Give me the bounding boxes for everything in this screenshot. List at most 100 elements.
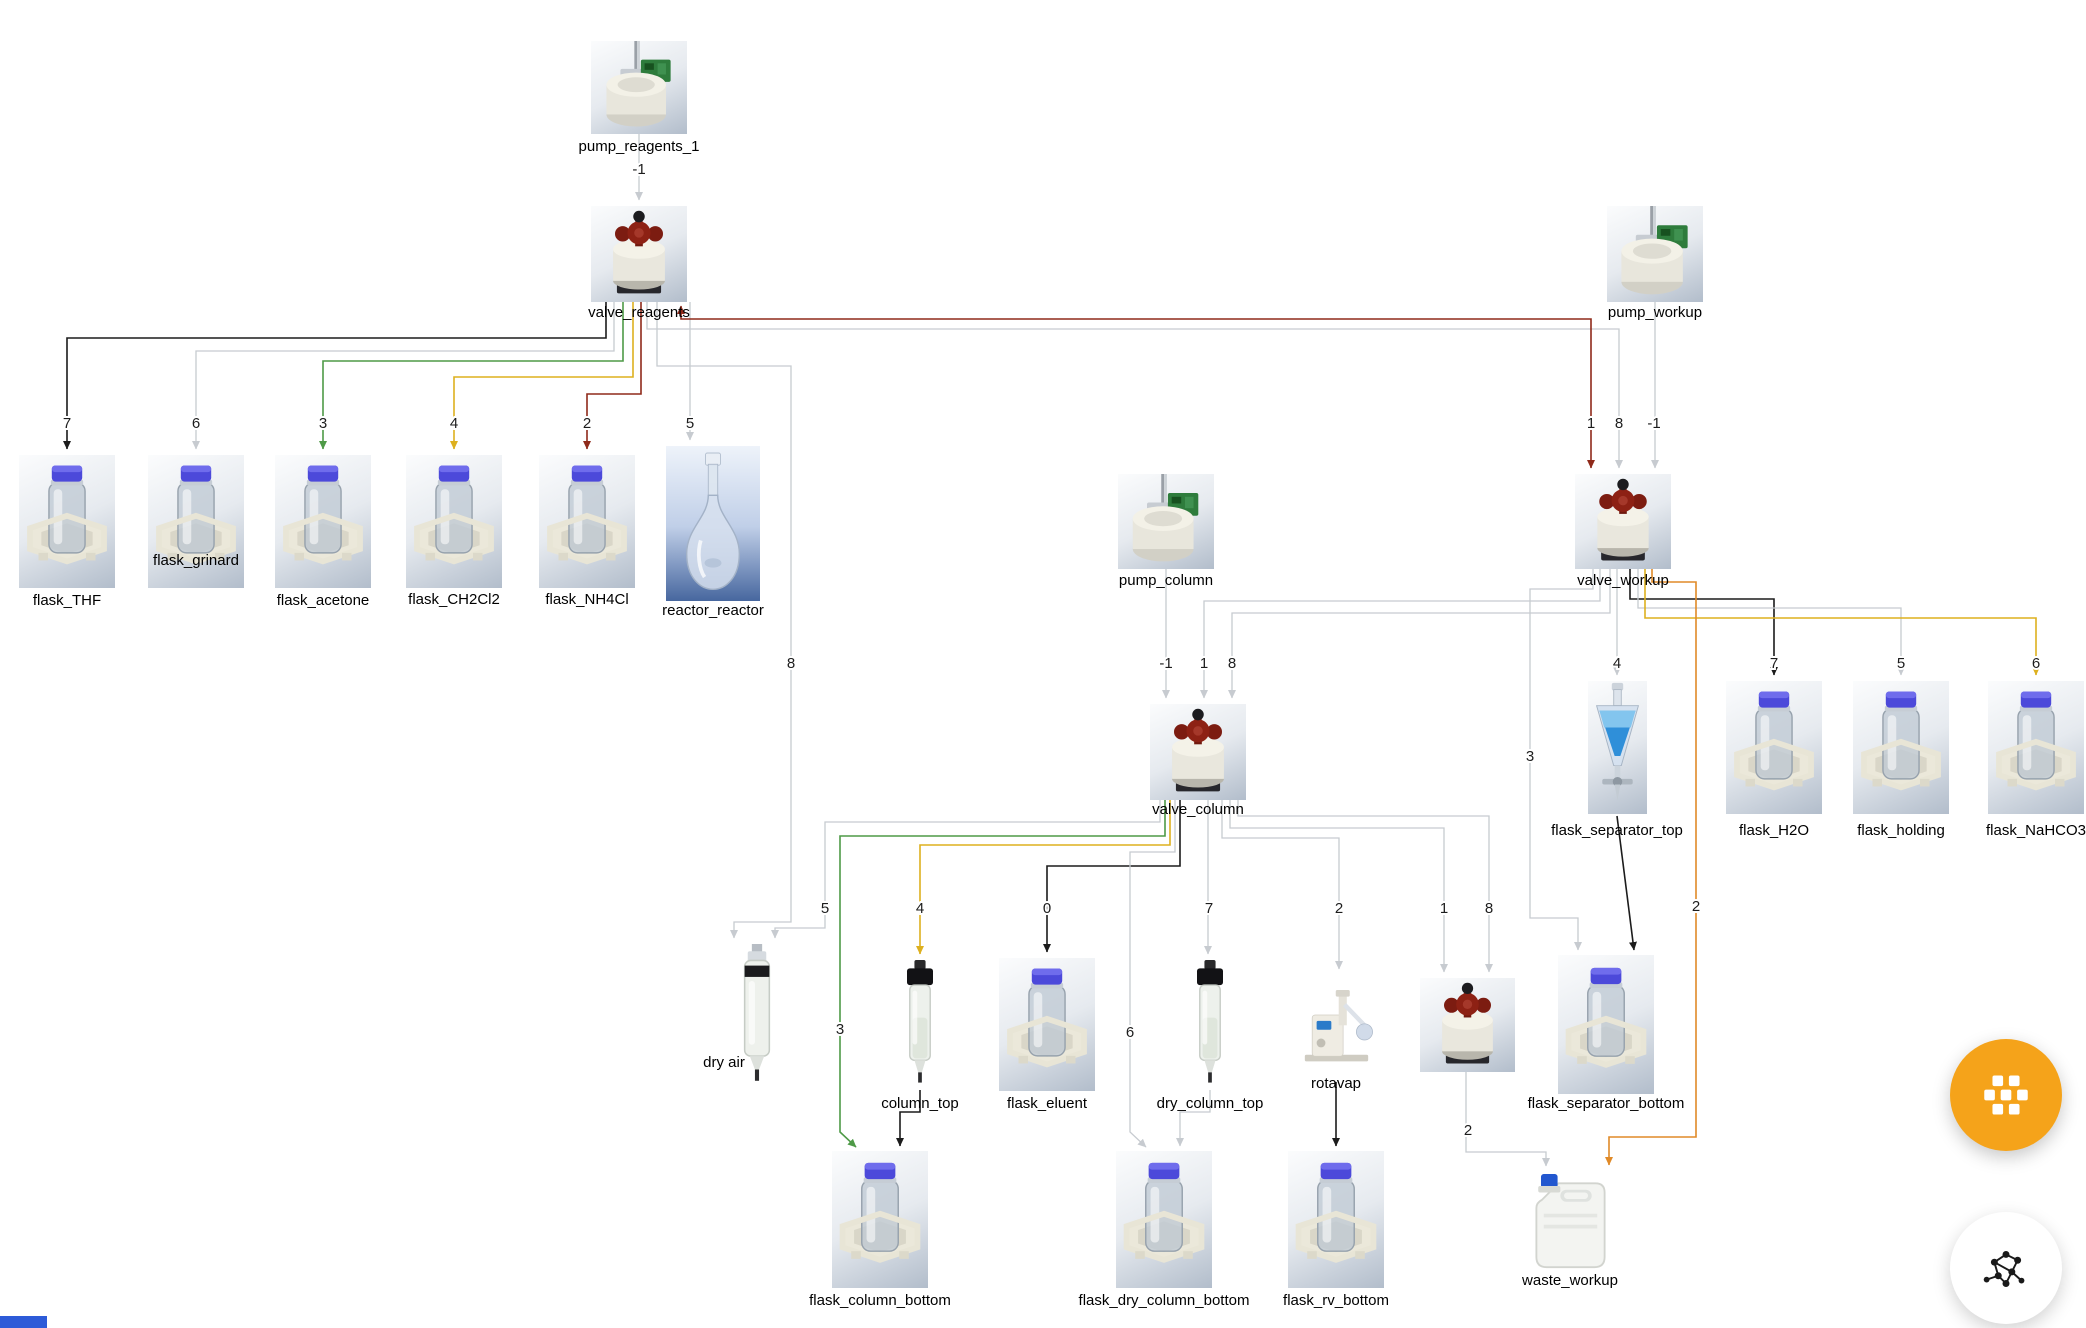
edge-port-label: 8 <box>1615 415 1623 432</box>
flask-icon <box>1996 691 2076 791</box>
valve-icon <box>613 210 665 294</box>
edge-port-label: 3 <box>836 1021 844 1038</box>
footer-strip <box>0 1316 47 1328</box>
edge-connector <box>1043 800 1181 953</box>
node-flask-acetone[interactable] <box>275 455 371 588</box>
valve-icon <box>1441 982 1493 1064</box>
grid-dots-icon <box>1984 1075 2028 1115</box>
edge-port-label: 6 <box>1126 1024 1134 1041</box>
edge-connector <box>896 1090 921 1147</box>
flask-icon <box>283 465 363 565</box>
node-valve-reagents[interactable] <box>591 206 687 302</box>
edge-connector <box>1616 815 1637 951</box>
edge-port-label: 6 <box>2032 655 2040 672</box>
node-label-flask-H2O: flask_H2O <box>1738 822 1810 839</box>
node-valve-column[interactable] <box>1150 704 1246 800</box>
edge-connector <box>319 302 624 450</box>
node-label-flask-grinard: flask_grinard <box>153 552 239 569</box>
node-flask-NH4Cl[interactable] <box>539 455 635 588</box>
brain-network-icon <box>1983 1250 2025 1287</box>
edge-connector <box>1129 800 1176 1148</box>
node-flask-separator-bottom[interactable] <box>1558 955 1654 1094</box>
node-label-flask-rv-bottom: flask_rv_bottom <box>1283 1292 1389 1309</box>
edge-connector <box>677 305 1595 469</box>
edge-port-label: 7 <box>1205 900 1213 917</box>
edge-connector <box>1176 1090 1211 1147</box>
valve-icon <box>1172 708 1224 792</box>
node-flask-CH2Cl2[interactable] <box>406 455 502 588</box>
node-flask-THF[interactable] <box>19 455 115 588</box>
cartridge-icon <box>907 960 933 1083</box>
node-flask-NaHCO3[interactable] <box>1988 681 2084 814</box>
node-pump-workup[interactable] <box>1607 206 1703 302</box>
edge-port-label: 1 <box>1587 415 1595 432</box>
node-label-rotavap: rotavap <box>1310 1075 1362 1092</box>
flask-icon <box>1123 1162 1205 1263</box>
node-flask-separator-top[interactable] <box>1587 681 1647 814</box>
edge-port-label: 1 <box>1200 655 1208 672</box>
edge-connector <box>63 302 607 450</box>
edge-port-label: 3 <box>319 415 327 432</box>
edge-port-label: 4 <box>450 415 458 432</box>
node-label-flask-THF: flask_THF <box>32 592 102 609</box>
node-column-top[interactable] <box>899 960 941 1090</box>
node-flask-column-bottom[interactable] <box>832 1151 928 1288</box>
edge-connector <box>1644 569 2040 676</box>
edge-connector <box>839 800 1166 1148</box>
edge-port-label: 2 <box>1335 900 1343 917</box>
edge-port-label: 2 <box>1692 898 1700 915</box>
node-label-flask-dry-column-bottom: flask_dry_column_bottom <box>1078 1292 1250 1309</box>
node-dry-air[interactable] <box>733 944 781 1088</box>
node-pump-reagents-1[interactable] <box>591 41 687 134</box>
edge-port-label: 1 <box>1440 900 1448 917</box>
valve-icon <box>1597 478 1649 561</box>
node-label-flask-NH4Cl: flask_NH4Cl <box>545 591 629 608</box>
node-reactor-reactor[interactable] <box>666 446 760 601</box>
edge-connector <box>450 302 634 450</box>
node-label-flask-column-bottom: flask_column_bottom <box>809 1292 951 1309</box>
edge-port-label: -1 <box>1647 415 1660 432</box>
node-valve-unlabeled[interactable] <box>1419 978 1515 1072</box>
flask-icon <box>1007 968 1087 1068</box>
node-rotavap[interactable] <box>1296 975 1377 1080</box>
node-label-waste-workup: waste_workup <box>1522 1272 1618 1289</box>
edge-port-label: 7 <box>1770 655 1778 672</box>
pump-icon <box>1621 206 1688 295</box>
edge-port-label: 7 <box>63 415 71 432</box>
edge-port-label: 3 <box>1526 748 1534 765</box>
edge-connector <box>1465 1072 1550 1167</box>
node-flask-dry-column-bottom[interactable] <box>1116 1151 1212 1288</box>
jerrycan-icon <box>1534 1174 1606 1269</box>
edge-port-label: 4 <box>1613 655 1621 672</box>
node-flask-rv-bottom[interactable] <box>1288 1151 1384 1288</box>
edge-connector <box>916 800 1171 955</box>
node-label-flask-NaHCO3: flask_NaHCO3 <box>1985 822 2086 839</box>
flask-icon <box>1295 1162 1377 1263</box>
node-flask-eluent[interactable] <box>999 958 1095 1091</box>
edge-connector <box>583 302 642 450</box>
edge-connector <box>1229 800 1448 973</box>
edge-port-label: 8 <box>1485 900 1493 917</box>
node-flask-grinard[interactable] <box>148 455 244 588</box>
node-dry-column-top[interactable] <box>1189 960 1231 1090</box>
edge-connector <box>1228 569 1611 699</box>
edge-connector <box>1629 569 1778 676</box>
flask-icon <box>414 465 494 565</box>
apps-fab-button[interactable] <box>1950 1039 2062 1151</box>
flask-icon <box>27 465 107 565</box>
node-flask-holding[interactable] <box>1853 681 1949 814</box>
node-label-pump-column: pump_column <box>1118 572 1214 589</box>
edge-connector <box>1221 800 1343 970</box>
node-label-flask-separator-bottom: flask_separator_bottom <box>1527 1095 1685 1112</box>
node-flask-H2O[interactable] <box>1726 681 1822 814</box>
edge-connector <box>646 302 1623 469</box>
flask-icon <box>1565 967 1647 1068</box>
edge-connector <box>1237 800 1493 973</box>
node-waste-workup[interactable] <box>1529 1171 1612 1273</box>
node-valve-workup[interactable] <box>1575 474 1671 569</box>
node-pump-column[interactable] <box>1118 474 1214 569</box>
cartridge-icon <box>743 944 771 1081</box>
pump-icon <box>1132 474 1199 562</box>
ai-assistant-fab-button[interactable] <box>1950 1212 2062 1324</box>
node-label-flask-holding: flask_holding <box>1857 822 1945 839</box>
